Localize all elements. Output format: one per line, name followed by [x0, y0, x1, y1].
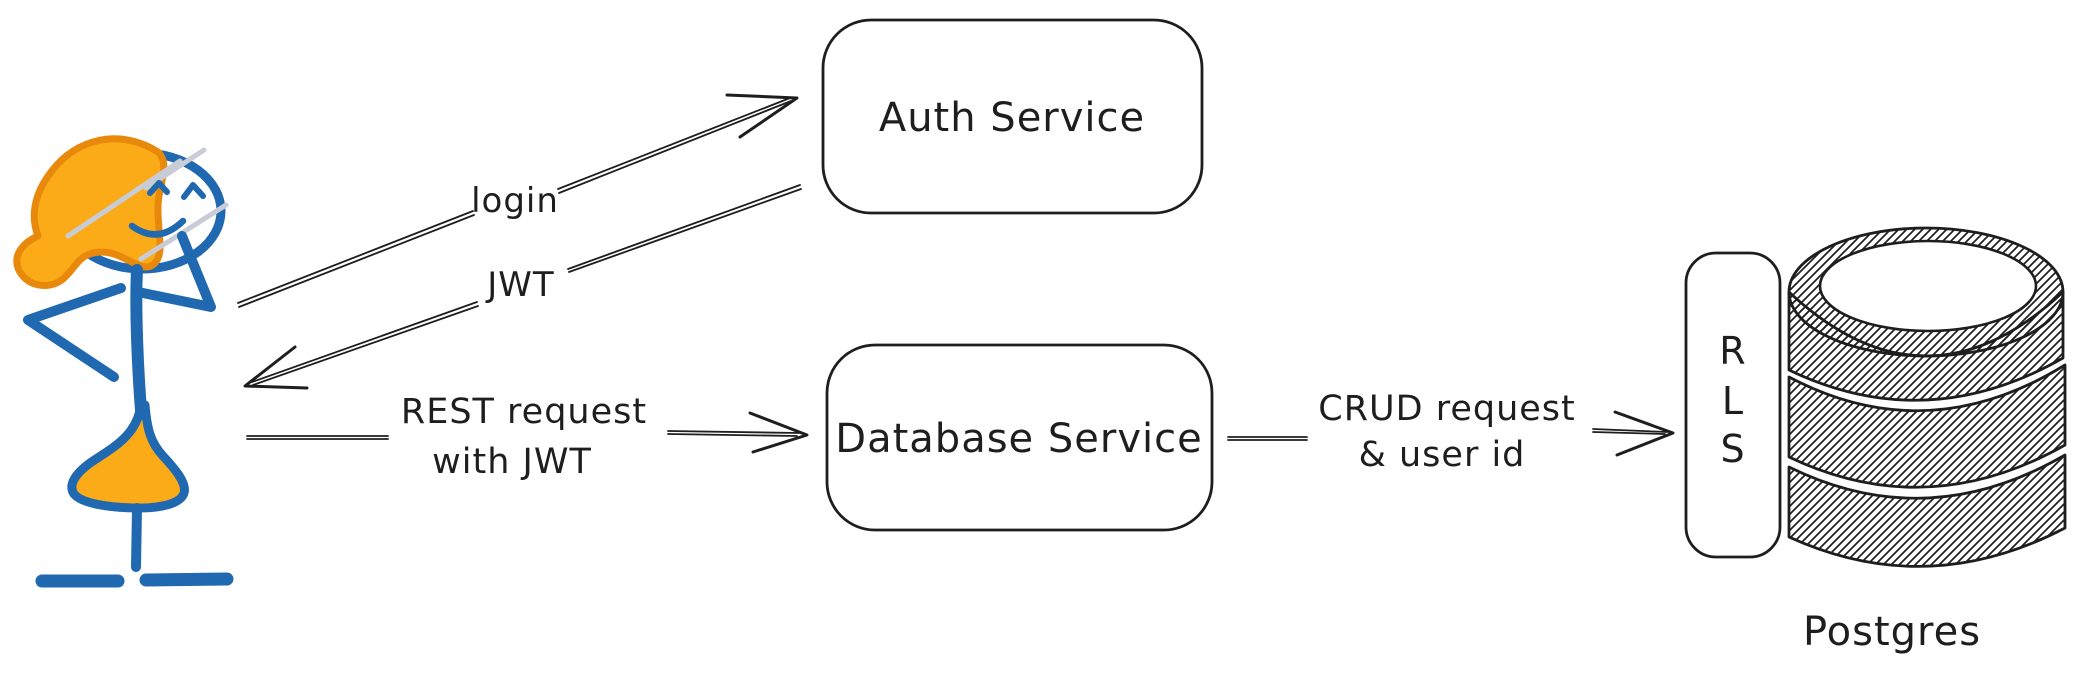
arrow-jwt-head	[243, 345, 309, 390]
user-skirt	[67, 400, 189, 513]
user-body	[130, 264, 147, 416]
postgres-cylinder-band1	[1787, 290, 2065, 402]
user-feet	[35, 572, 234, 588]
arrow-jwt-label: JWT	[485, 265, 554, 305]
user-eyes	[147, 180, 206, 200]
rls-letter-r: R	[1719, 329, 1746, 373]
rls-box	[1684, 251, 1782, 559]
database-service-box	[825, 343, 1214, 532]
arrow-rest-shaft	[246, 430, 800, 440]
user-left-arm	[23, 283, 126, 382]
arrow-rest-head	[748, 411, 809, 454]
arrow-rest-label-line2: with JWT	[432, 442, 592, 482]
node-rls: R L S	[1684, 251, 1782, 559]
arrow-crud-shaft	[1227, 428, 1668, 441]
postgres-cylinder-band3	[1787, 453, 2067, 568]
user-hair	[13, 135, 168, 290]
arrow-jwt-shaft	[251, 184, 802, 386]
arrow-crud: CRUD request & user id	[1227, 389, 1675, 475]
arrow-jwt: JWT	[243, 184, 802, 390]
auth-service-label: Auth Service	[879, 95, 1145, 141]
user-leg	[131, 503, 142, 572]
arrow-login-shaft	[237, 97, 792, 308]
node-postgres: Postgres	[1787, 226, 2067, 655]
user-right-arm	[133, 231, 216, 312]
postgres-cylinder-top-face	[1818, 239, 2038, 333]
arrow-login: login	[237, 93, 799, 308]
arrow-crud-label-line2: & user id	[1359, 435, 1526, 475]
arrow-rest: REST request with JWT	[246, 392, 809, 482]
auth-service-box	[821, 18, 1204, 215]
user-smile	[128, 217, 187, 238]
rls-letter-l: L	[1722, 379, 1744, 423]
arrow-crud-head	[1613, 410, 1675, 457]
postgres-label: Postgres	[1803, 609, 1981, 655]
arrow-crud-label-line1: CRUD request	[1318, 389, 1576, 429]
arrow-rest-label-line1: REST request	[401, 392, 647, 432]
user-figure	[13, 135, 234, 588]
node-auth-service: Auth Service	[821, 18, 1204, 215]
database-service-label: Database Service	[835, 416, 1202, 462]
arrow-login-head	[725, 93, 799, 139]
rls-letter-s: S	[1720, 427, 1745, 471]
node-database-service: Database Service	[825, 343, 1214, 532]
postgres-cylinder-band2	[1787, 363, 2067, 489]
arrow-login-label: login	[471, 181, 559, 221]
